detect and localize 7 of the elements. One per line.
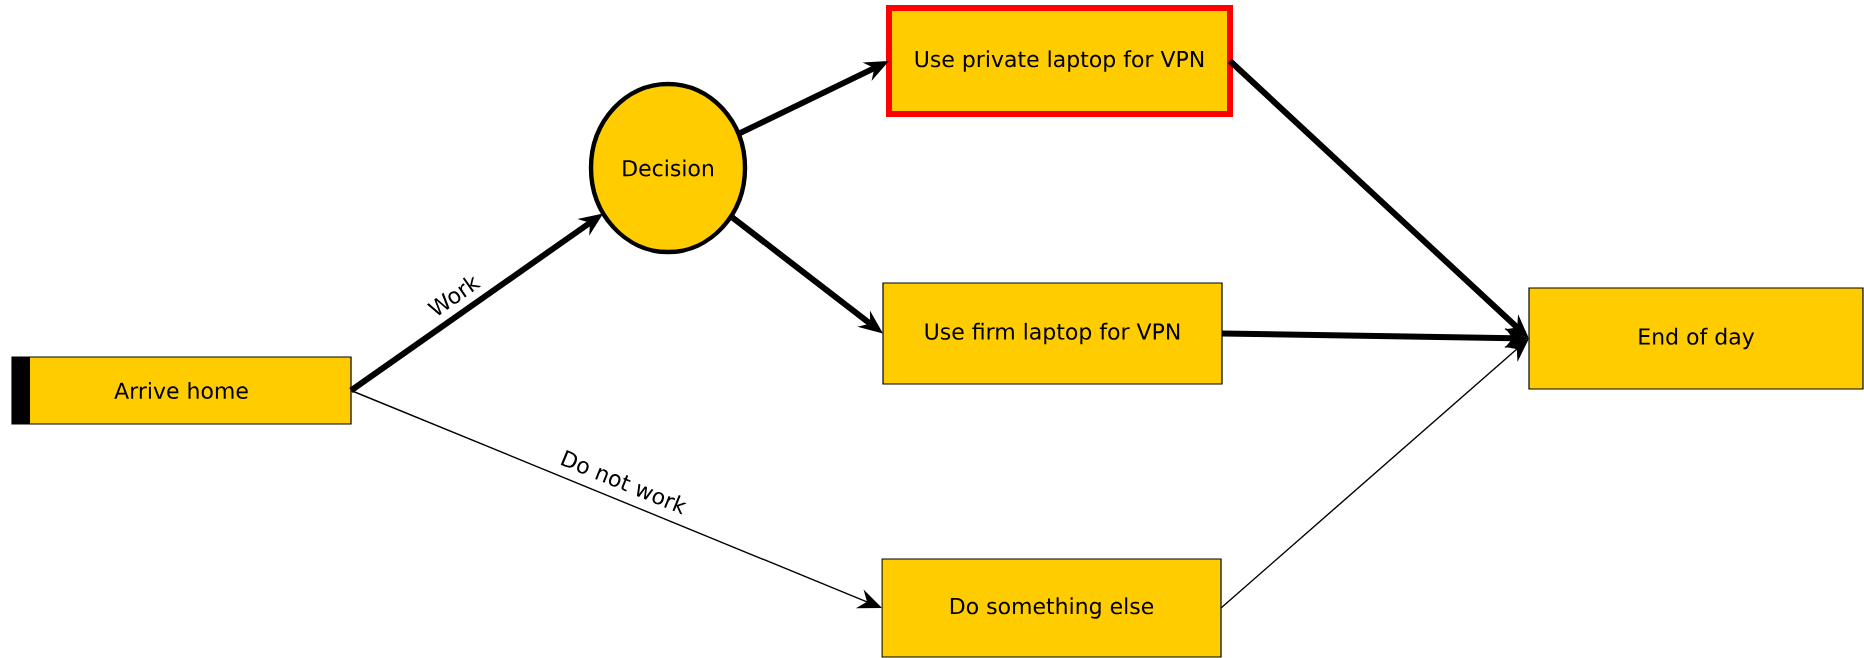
edge-label: Do not work <box>560 450 687 515</box>
process-box: Do something else <box>881 558 1222 658</box>
process-box: Use firm laptop for VPN <box>882 282 1223 385</box>
process-box: End of day <box>1528 287 1864 390</box>
start-box: Arrive home <box>11 356 352 425</box>
arrow <box>350 389 882 609</box>
process-box: Use private laptop for VPN <box>886 5 1233 117</box>
